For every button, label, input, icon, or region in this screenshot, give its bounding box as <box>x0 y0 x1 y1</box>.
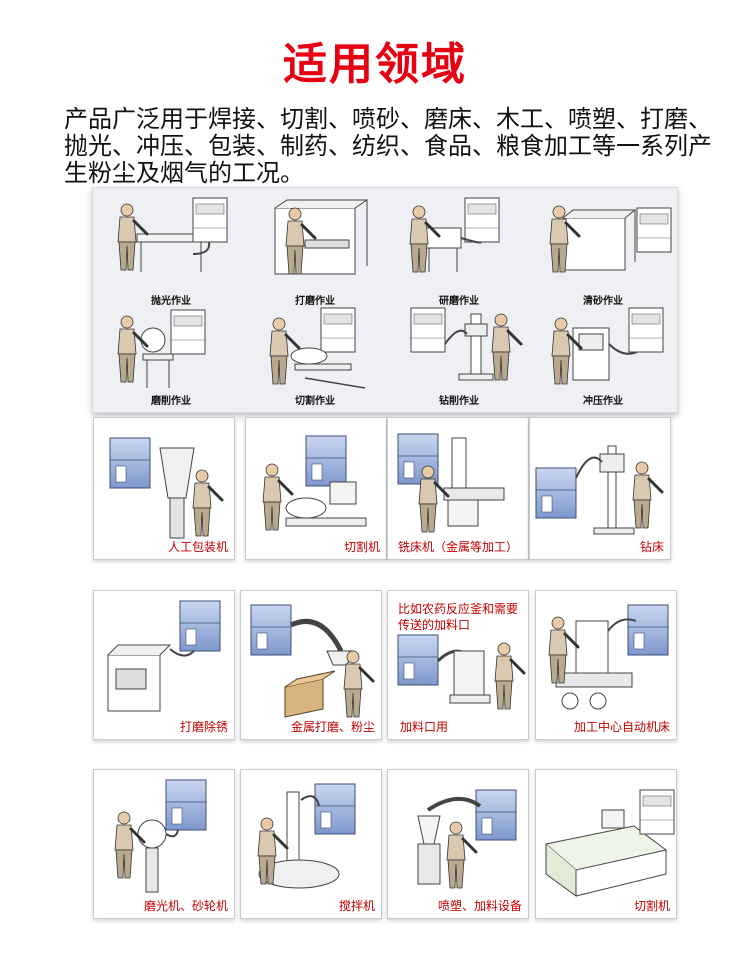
milling-machine-illustration <box>397 433 505 534</box>
card-metal-grinding: 金属打磨、粉尘 <box>240 590 382 740</box>
card-feed-inlet: 比如农药反应釜和需要传送的加料口 加料口用 <box>387 590 529 740</box>
lapping-illustration <box>389 194 529 282</box>
mixer-illustration <box>256 783 356 889</box>
grinding-booth-illustration <box>245 194 385 282</box>
caption-rust-removal: 打磨除锈 <box>179 720 228 734</box>
caption-polishing-machine: 磨光机、砂轮机 <box>143 899 228 913</box>
feed-inlet-illustration <box>397 634 526 711</box>
caption-cutting-machine-2: 切割机 <box>633 899 670 913</box>
machining-center-illustration <box>547 604 669 710</box>
feed-inlet-note: 比如农药反应釜和需要传送的加料口 <box>398 602 519 632</box>
intro-line: 生粉尘及烟气的工况。 <box>64 159 304 187</box>
caption-feed-inlet: 加料口用 <box>400 720 449 734</box>
top-illustration-panel: 抛光作业 打磨作业 研磨作业 清砂作业 <box>92 187 678 413</box>
card-cutting-machine-2: 切割机 <box>535 769 677 919</box>
sand-cleaning-illustration <box>533 194 673 282</box>
caption-cutting: 切割作业 <box>295 396 335 407</box>
packing-machine-illustration <box>109 437 224 539</box>
card-rust-removal: 打磨除锈 <box>93 590 235 740</box>
drilling-machine-illustration <box>535 445 664 535</box>
caption-spray-coating: 喷塑、加料设备 <box>437 899 522 913</box>
rust-removal-illustration <box>107 600 221 712</box>
caption-machining-center: 加工中心自动机床 <box>573 720 670 734</box>
card-polishing-machine: 磨光机、砂轮机 <box>93 769 235 919</box>
cutting-illustration <box>245 304 385 392</box>
metal-grinding-illustration <box>250 604 375 719</box>
card-mixer: 搅拌机 <box>240 769 382 919</box>
caption-mixer: 搅拌机 <box>338 899 375 913</box>
caption-stamping: 冲压作业 <box>583 396 623 407</box>
caption-cutting-machine: 切割机 <box>343 540 380 554</box>
cutting-table-illustration <box>544 789 675 897</box>
page-title: 适用领域 <box>283 39 467 90</box>
caption-polishing: 抛光作业 <box>151 296 191 307</box>
drilling-illustration <box>389 304 529 392</box>
caption-grinding: 打磨作业 <box>295 296 335 307</box>
card-spray-coating: 喷塑、加料设备 <box>387 769 529 919</box>
card-milling-machine: 铣床机（金属等加工） <box>387 417 529 560</box>
caption-drilling: 钻削作业 <box>439 396 479 407</box>
caption-metal-grinding: 金属打磨、粉尘 <box>290 720 375 734</box>
caption-sand-cleaning: 清砂作业 <box>583 296 623 307</box>
card-packing-machine: 人工包装机 <box>93 417 235 560</box>
caption-drilling-machine: 钻床 <box>639 540 664 554</box>
intro-line: 抛光、冲压、包装、制药、纺织、食品、粮食加工等一系列产 <box>64 132 712 160</box>
stamping-illustration <box>533 304 673 392</box>
intro-paragraph: 产品广泛用于焊接、切割、喷砂、磨床、木工、喷塑、打磨、 抛光、冲压、包装、制药、… <box>64 106 714 187</box>
cutting-machine-illustration <box>261 435 367 532</box>
caption-milling: 磨削作业 <box>151 396 191 407</box>
spray-coating-illustration <box>417 789 517 890</box>
caption-packing-machine: 人工包装机 <box>167 540 228 554</box>
polishing-machine-illustration <box>113 779 207 893</box>
card-machining-center: 加工中心自动机床 <box>535 590 677 740</box>
card-cutting-machine: 切割机 <box>245 417 387 560</box>
intro-line: 产品广泛用于焊接、切割、喷砂、磨床、木工、喷塑、打磨、 <box>64 105 712 133</box>
card-drilling-machine: 钻床 <box>529 417 671 560</box>
cutting-grind-illustration <box>101 304 241 392</box>
caption-lapping: 研磨作业 <box>439 296 479 307</box>
polishing-illustration <box>101 194 241 282</box>
caption-milling-machine: 铣床机（金属等加工） <box>397 540 518 554</box>
